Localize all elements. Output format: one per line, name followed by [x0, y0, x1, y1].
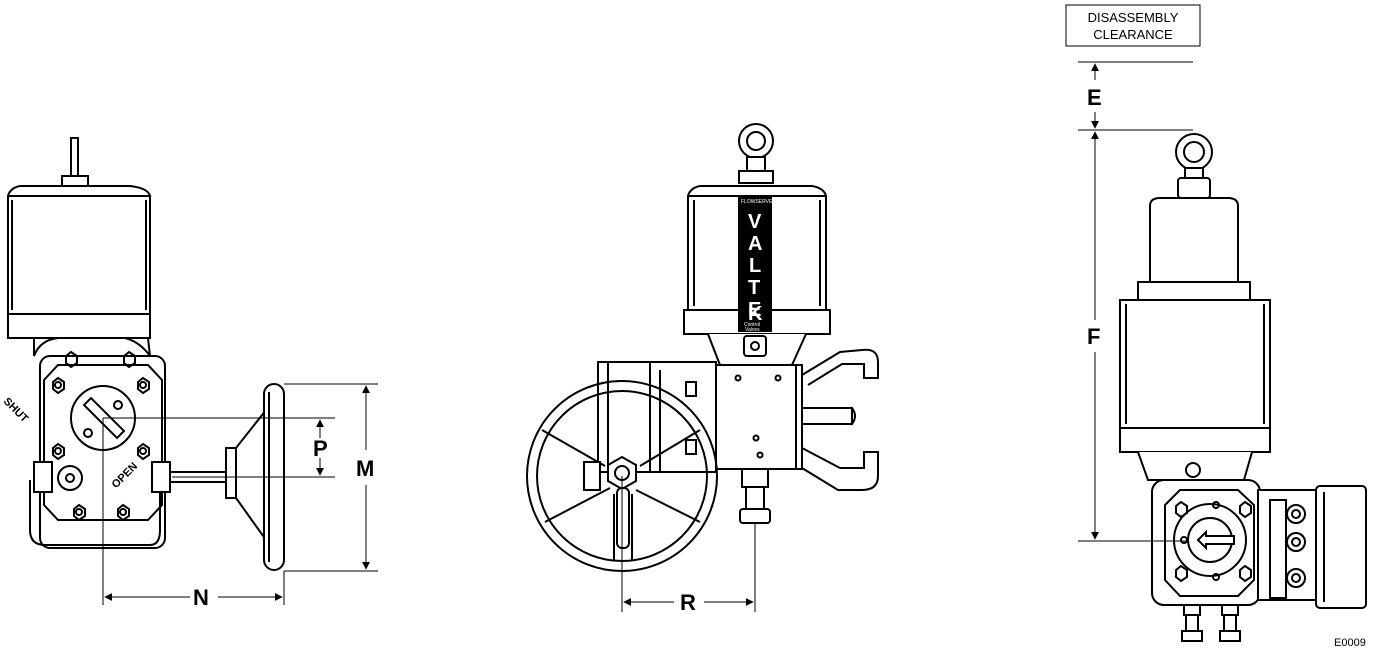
brand-maker: FLOWSERVE [741, 199, 773, 205]
brand-letter: A [748, 233, 762, 255]
brand-letter: T [748, 277, 760, 299]
clearance-note-line2: CLEARANCE [1093, 27, 1173, 42]
valtek-brand-band: FLOWSERVE V A L T E K Control Valves [738, 196, 773, 333]
brand-letter: V [748, 211, 762, 233]
dimension-p-label: P [313, 436, 328, 461]
dimension-f-label: F [1087, 324, 1100, 349]
brand-letter: E [748, 299, 761, 321]
left-view [6, 137, 285, 571]
brand-letter: L [749, 255, 761, 277]
brand-band-background [738, 196, 772, 332]
left-view-dimensions [102, 383, 378, 605]
flange-bolts [52, 350, 150, 522]
middle-view-dimensions [621, 476, 756, 612]
right-view [1119, 133, 1367, 642]
clearance-note-line1: DISASSEMBLY [1088, 10, 1179, 25]
brand-tagline-1: Control [744, 322, 760, 328]
brand-tagline-2: Valves [745, 327, 760, 333]
brand-letter: K [748, 303, 763, 325]
figure-code: E0009 [1334, 637, 1366, 649]
right-view-dimensions [1065, 4, 1201, 542]
dimension-n-label: N [193, 585, 209, 610]
dial-shut-label: SHUT [1, 395, 31, 425]
dimension-m-label: M [356, 456, 374, 481]
dimension-e-label: E [1087, 85, 1102, 110]
middle-view [526, 123, 879, 572]
dimension-r-label: R [680, 590, 696, 615]
